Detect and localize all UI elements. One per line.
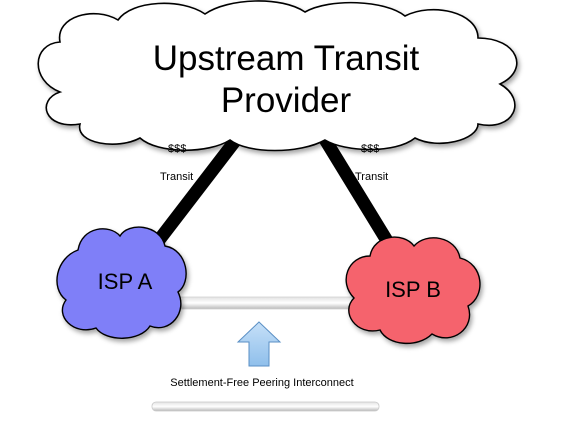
upstream-title-line2: Provider xyxy=(221,81,352,120)
peering-caption: Settlement-Free Peering Interconnect xyxy=(170,377,353,389)
peering-up-arrow xyxy=(236,321,282,367)
peering-interconnect-pipe xyxy=(167,296,379,310)
transit-link-right xyxy=(312,124,395,248)
decorative-pipe-bar xyxy=(151,401,380,412)
transit-link-left xyxy=(150,124,251,248)
left-transit-cost-label: $$$ xyxy=(168,143,186,155)
left-transit-type-label: Transit xyxy=(160,171,193,183)
upstream-provider-cloud xyxy=(37,0,518,152)
right-transit-type-label: Transit xyxy=(355,171,388,183)
isp-b-label: ISP B xyxy=(385,277,441,302)
right-transit-cost-label: $$$ xyxy=(361,143,379,155)
upstream-title-line1: Upstream Transit xyxy=(153,39,420,78)
isp-a-label: ISP A xyxy=(98,269,153,294)
isp-a-cloud xyxy=(56,226,187,339)
isp-b-cloud xyxy=(345,236,481,345)
